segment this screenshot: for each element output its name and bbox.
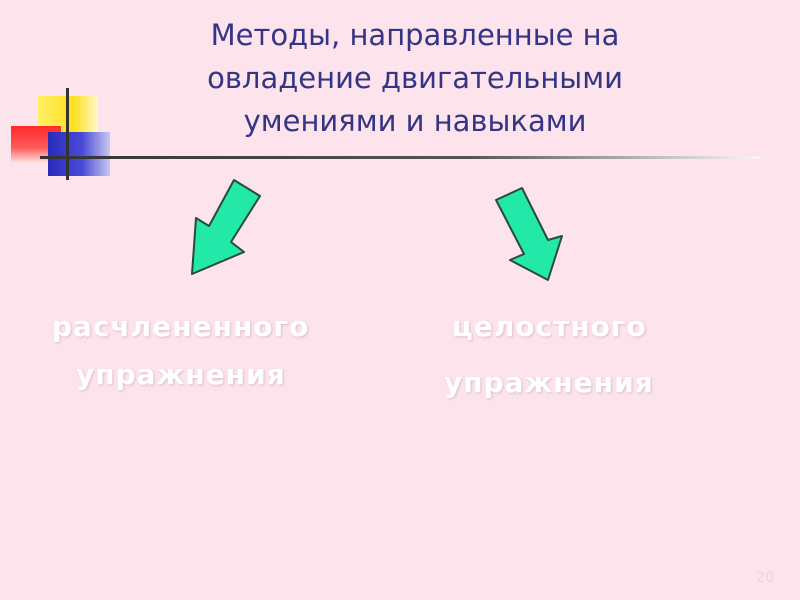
- right-branch-line2: упражнения: [444, 366, 654, 399]
- arrow-down-left-icon: [191, 179, 261, 275]
- left-branch-line2: упражнения: [76, 358, 286, 391]
- right-branch-line1: целостного: [452, 310, 647, 343]
- vertical-rule: [66, 88, 69, 180]
- title-underline: [40, 156, 760, 159]
- page-number: 20: [756, 570, 774, 586]
- left-branch-line1: расчлененного: [52, 310, 310, 343]
- color-squares-decoration: [0, 0, 120, 190]
- slide-title: Методы, направленные на овладение двигат…: [207, 18, 623, 138]
- blue-square: [48, 132, 110, 176]
- arrow-down-right-icon: [495, 187, 563, 281]
